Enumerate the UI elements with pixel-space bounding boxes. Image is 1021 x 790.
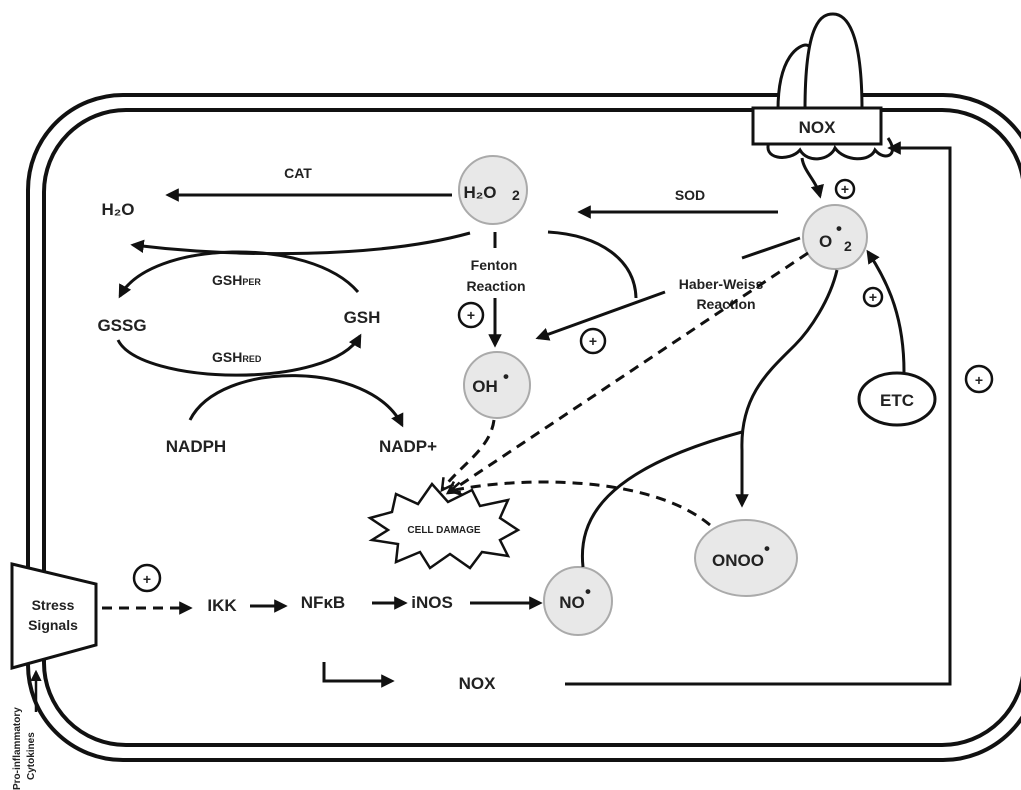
onoo-dot: • [764,539,770,558]
svg-text:+: + [841,181,849,197]
superoxide-damage-arrow [448,251,809,493]
nox-to-superoxide [800,157,824,199]
gsh-per-arc [118,250,360,299]
gsh-red-label: GSHRED [212,349,262,365]
no-node [543,566,613,636]
h2o2-to-h2o-curve [130,231,471,256]
nox-bottom-label: NOX [459,674,497,693]
gsh-label: GSH [344,308,381,327]
svg-text:+: + [869,289,877,305]
h2o2-label: H₂O [463,183,496,202]
nadph-label: NADPH [166,437,226,456]
gsh-per-label: GSHPER [212,272,261,288]
superoxide-label: O [819,232,832,251]
svg-text:+: + [975,372,983,388]
plus-feedback: + [964,364,994,394]
cell-membrane-inner [42,108,1021,747]
onoo-damage-arrow [450,480,711,527]
haber-label-1: Haber-Weiss [679,276,764,292]
stress-line2: Signals [28,617,78,633]
nox-complex: NOX [751,12,894,161]
fenton-label-1: Fenton [471,257,518,273]
svg-text:+: + [589,333,597,349]
nadph-to-nadp-arc [188,374,404,428]
etc-node [857,371,937,427]
stress-signals-box [10,562,98,670]
h2o2-node [458,155,528,225]
plus-nox: + [834,178,856,200]
stress-line1: Stress [32,597,75,613]
hydroxyl-node [463,351,531,419]
cytokines-line2: Cytokines [26,732,37,780]
superoxide-to-haber [741,236,801,260]
cell-membrane-outer [26,93,1021,762]
gsh-red-arc [116,333,362,377]
haber-weiss-arrow [535,290,666,341]
superoxide-to-onoo [735,269,839,508]
no-label: NO [559,593,585,612]
plus-haber: + [579,327,607,355]
nfkb-label: NFκB [301,593,345,612]
cat-label: CAT [284,165,312,181]
superoxide-dot: • [836,219,842,238]
fenton-label-2: Reaction [466,278,525,294]
inos-label: iNOS [411,593,453,612]
svg-text:+: + [143,571,151,587]
no-dot: • [585,582,591,601]
ikk-label: IKK [207,596,237,615]
no-to-onoo-curve [580,430,743,568]
plus-stress: + [132,563,162,593]
nadp-label: NADP+ [379,437,437,456]
haber-label-2: Reaction [696,296,755,312]
hydroxyl-damage-arrow [442,419,496,490]
plus-etc: + [862,286,884,308]
nox-feedback-loop [565,141,952,686]
svg-text:+: + [467,307,475,323]
onoo-node [694,519,798,597]
sod-label: SOD [675,187,705,203]
superoxide-subscript: 2 [844,238,852,254]
gssg-label: GSSG [97,316,146,335]
h2o2-subscript: 2 [512,187,520,203]
superoxide-node [802,204,868,270]
hydroxyl-label: OH [472,377,498,396]
cytokines-line1: Pro-inflammatory [12,707,23,790]
cell-damage-burst [367,481,521,570]
onoo-label: ONOO [712,551,764,570]
h2o-label: H₂O [101,200,134,219]
cell-damage-label: CELL DAMAGE [407,525,480,536]
haber-weiss-curve [547,230,638,299]
plus-fenton: + [457,301,485,329]
hydroxyl-dot: • [503,367,509,386]
etc-to-superoxide [866,249,906,373]
etc-label: ETC [880,391,914,410]
nox-top-label: NOX [799,118,837,137]
nfkb-to-nox-arrow [322,662,395,688]
